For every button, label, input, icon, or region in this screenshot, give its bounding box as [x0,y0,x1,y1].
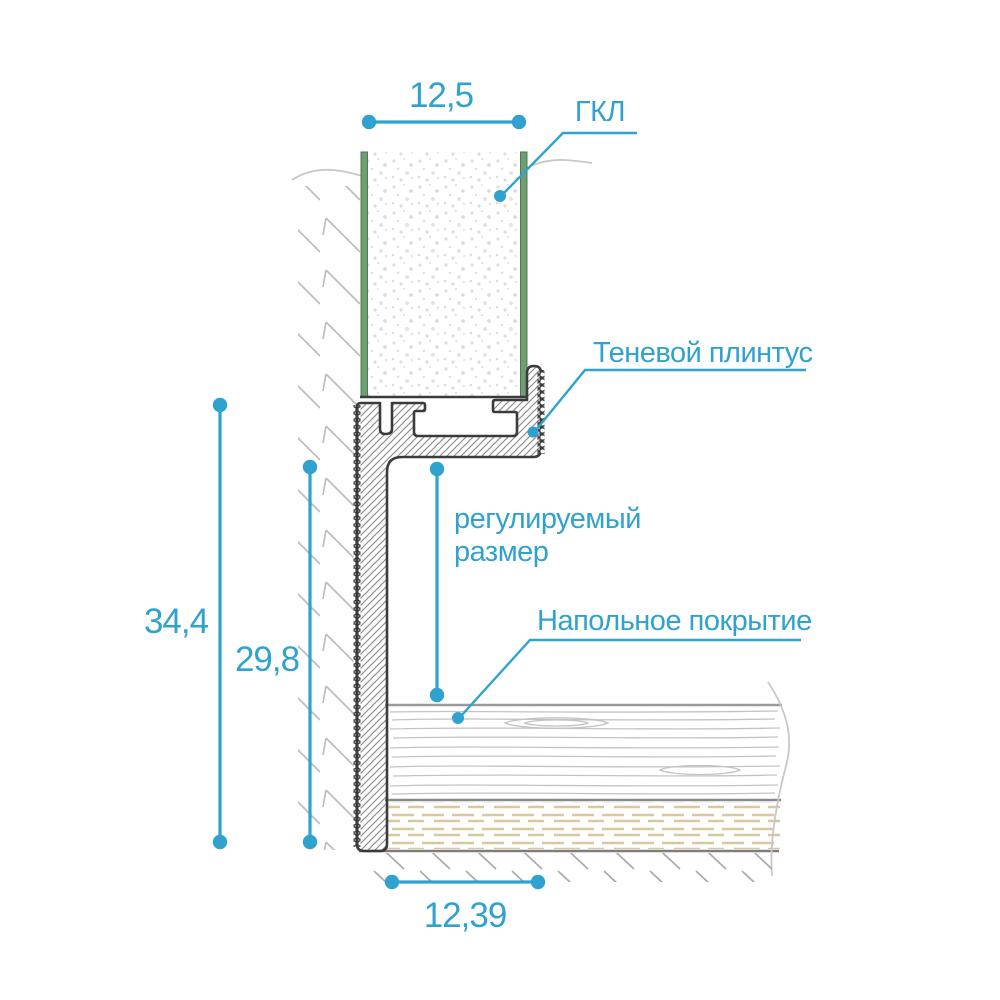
drywall-panel [360,151,528,399]
plinth-profile-body [355,364,543,853]
dim-endpoint-icon [511,114,527,130]
wall-hatch-area [298,186,360,850]
break-line-right [767,681,791,877]
dim-overall-height-value: 34,4 [144,602,209,641]
dim-overall-height: 34,4 [144,397,228,850]
label-floor: Напольное покрытие [452,605,812,724]
leader-line [501,131,637,196]
label-plinth-text: Теневой плинтус [593,337,812,369]
dim-endpoint-icon [361,114,377,130]
dim-endpoint-icon [212,397,228,413]
dim-drywall-thickness-value: 12,5 [409,76,473,115]
dim-endpoint-icon [530,874,546,890]
dim-endpoint-icon [302,834,318,850]
drywall-edge-left [360,151,368,398]
knurl-edge-right [537,370,545,454]
label-drywall-text: ГКЛ [575,96,625,128]
dim-bottom-width: 12,39 [384,874,546,935]
leader-endpoint-icon [494,190,506,202]
label-plinth: Теневой плинтус [527,337,813,438]
underlayment-layer [387,802,780,849]
label-floor-text: Напольное покрытие [537,605,812,637]
leader-line [460,638,801,717]
dim-endpoint-icon [302,459,318,475]
label-adjustable-line1: регулируемый [454,503,641,535]
dim-leg-height-value: 29,8 [235,640,299,679]
label-drywall: ГКЛ [494,96,637,202]
dim-endpoint-icon [429,687,445,703]
leader-line [535,368,806,431]
dim-adjustable-size: регулируемый размер [429,461,641,703]
floor-covering [359,681,791,882]
plinth-profile [353,364,545,853]
knurl-edge-left [353,405,361,847]
dim-bottom-width-value: 12,39 [424,896,507,935]
dim-endpoint-icon [429,461,445,477]
subfloor-hatch [360,853,775,882]
dim-leg-height: 29,8 [235,459,318,850]
leader-endpoint-icon [452,712,464,724]
wall-hatch [298,186,360,850]
wood-grain-lines [389,710,781,795]
dim-endpoint-icon [212,834,228,850]
label-adjustable-line2: размер [454,536,548,568]
leader-endpoint-icon [527,426,539,438]
dim-drywall-thickness: 12,5 [361,76,527,130]
drywall-speckle-texture [367,152,521,397]
dim-endpoint-icon [384,874,400,890]
drywall-edge-right [520,151,528,398]
